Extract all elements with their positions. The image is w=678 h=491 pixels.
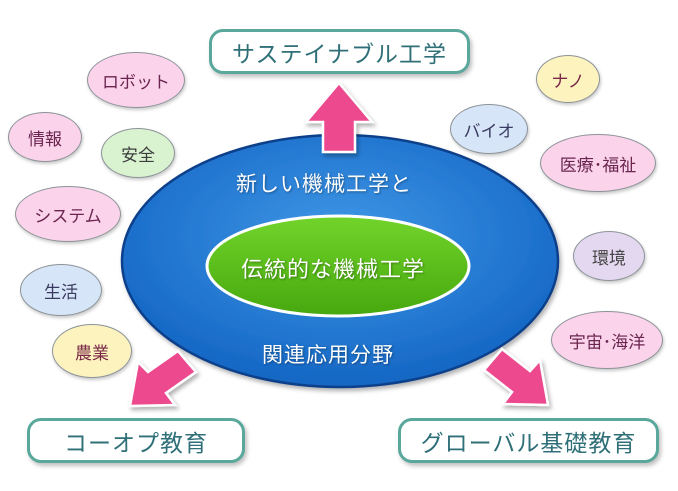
arrow-down-right xyxy=(482,347,550,407)
cloud-env: 環境 xyxy=(573,231,645,281)
cloud-bio: バイオ xyxy=(450,104,528,154)
ellipse-bottom-text: 関連応用分野 xyxy=(262,343,394,367)
inner-ellipse xyxy=(205,214,471,318)
cloud-robot: ロボット xyxy=(87,52,185,108)
cloud-safety: 安全 xyxy=(101,128,175,178)
bottom-left-box: コーオプ教育 xyxy=(27,418,245,463)
inner-ellipse-text: 伝統的な機械工学 xyxy=(241,258,426,283)
cloud-life: 生活 xyxy=(20,264,102,316)
bottom-right-box: グローバル基礎教育 xyxy=(398,418,659,463)
ellipse-top-text: 新しい機械工学と xyxy=(236,172,412,196)
arrow-down-left xyxy=(128,349,198,408)
cloud-info: 情報 xyxy=(8,112,82,162)
top-box: サステイナブル工学 xyxy=(209,29,470,74)
cloud-agri: 農業 xyxy=(52,324,132,378)
cloud-nano: ナノ xyxy=(536,55,600,103)
cloud-system: システム xyxy=(15,186,121,242)
cloud-space: 宇宙･海洋 xyxy=(551,311,663,369)
arrow-up xyxy=(303,81,375,154)
cloud-medical: 医療･福祉 xyxy=(540,134,656,192)
